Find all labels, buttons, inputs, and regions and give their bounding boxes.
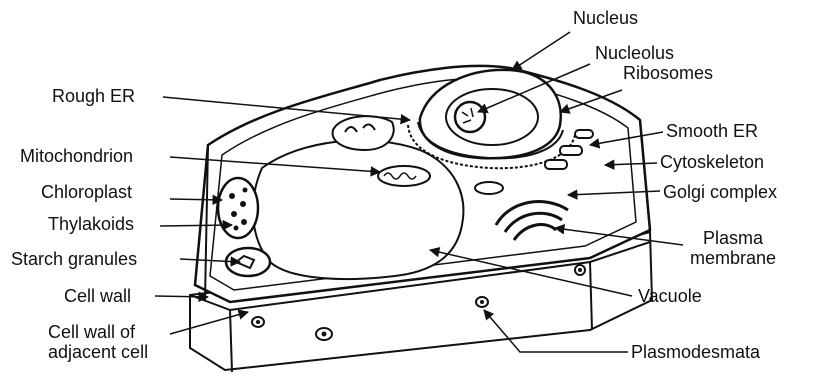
label-golgi-complex: Golgi complex <box>663 182 777 202</box>
label-adjacent-line2: adjacent cell <box>48 342 148 362</box>
label-nucleus: Nucleus <box>573 8 638 28</box>
label-adjacent-cell-wall: Cell wall of adjacent cell <box>48 322 148 362</box>
label-plasma-line1: Plasma <box>690 228 776 248</box>
nucleolus-shape <box>455 102 485 132</box>
label-nucleolus: Nucleolus <box>595 43 674 63</box>
label-adjacent-line1: Cell wall of <box>48 322 148 342</box>
label-vacuole: Vacuole <box>638 286 702 306</box>
label-cytoskeleton: Cytoskeleton <box>660 152 764 172</box>
leader-chloroplast <box>170 199 222 200</box>
vacuole-outline <box>253 140 463 279</box>
label-plasma-membrane: Plasma membrane <box>690 228 776 268</box>
leader-nucleus <box>512 32 570 70</box>
label-smooth-er: Smooth ER <box>666 121 758 141</box>
label-thylakoids: Thylakoids <box>48 214 134 234</box>
label-ribosomes: Ribosomes <box>623 63 713 83</box>
label-cell-wall: Cell wall <box>64 286 131 306</box>
mitochondrion-shape <box>378 166 430 186</box>
leader-thylakoids <box>160 225 232 226</box>
leader-cell-wall <box>155 296 208 297</box>
label-rough-er: Rough ER <box>52 86 135 106</box>
label-starch-granules: Starch granules <box>11 249 137 269</box>
label-mitochondrion: Mitochondrion <box>20 146 133 166</box>
label-plasma-line2: membrane <box>690 248 776 268</box>
label-plasmodesmata: Plasmodesmata <box>631 342 760 362</box>
label-chloroplast: Chloroplast <box>41 182 132 202</box>
